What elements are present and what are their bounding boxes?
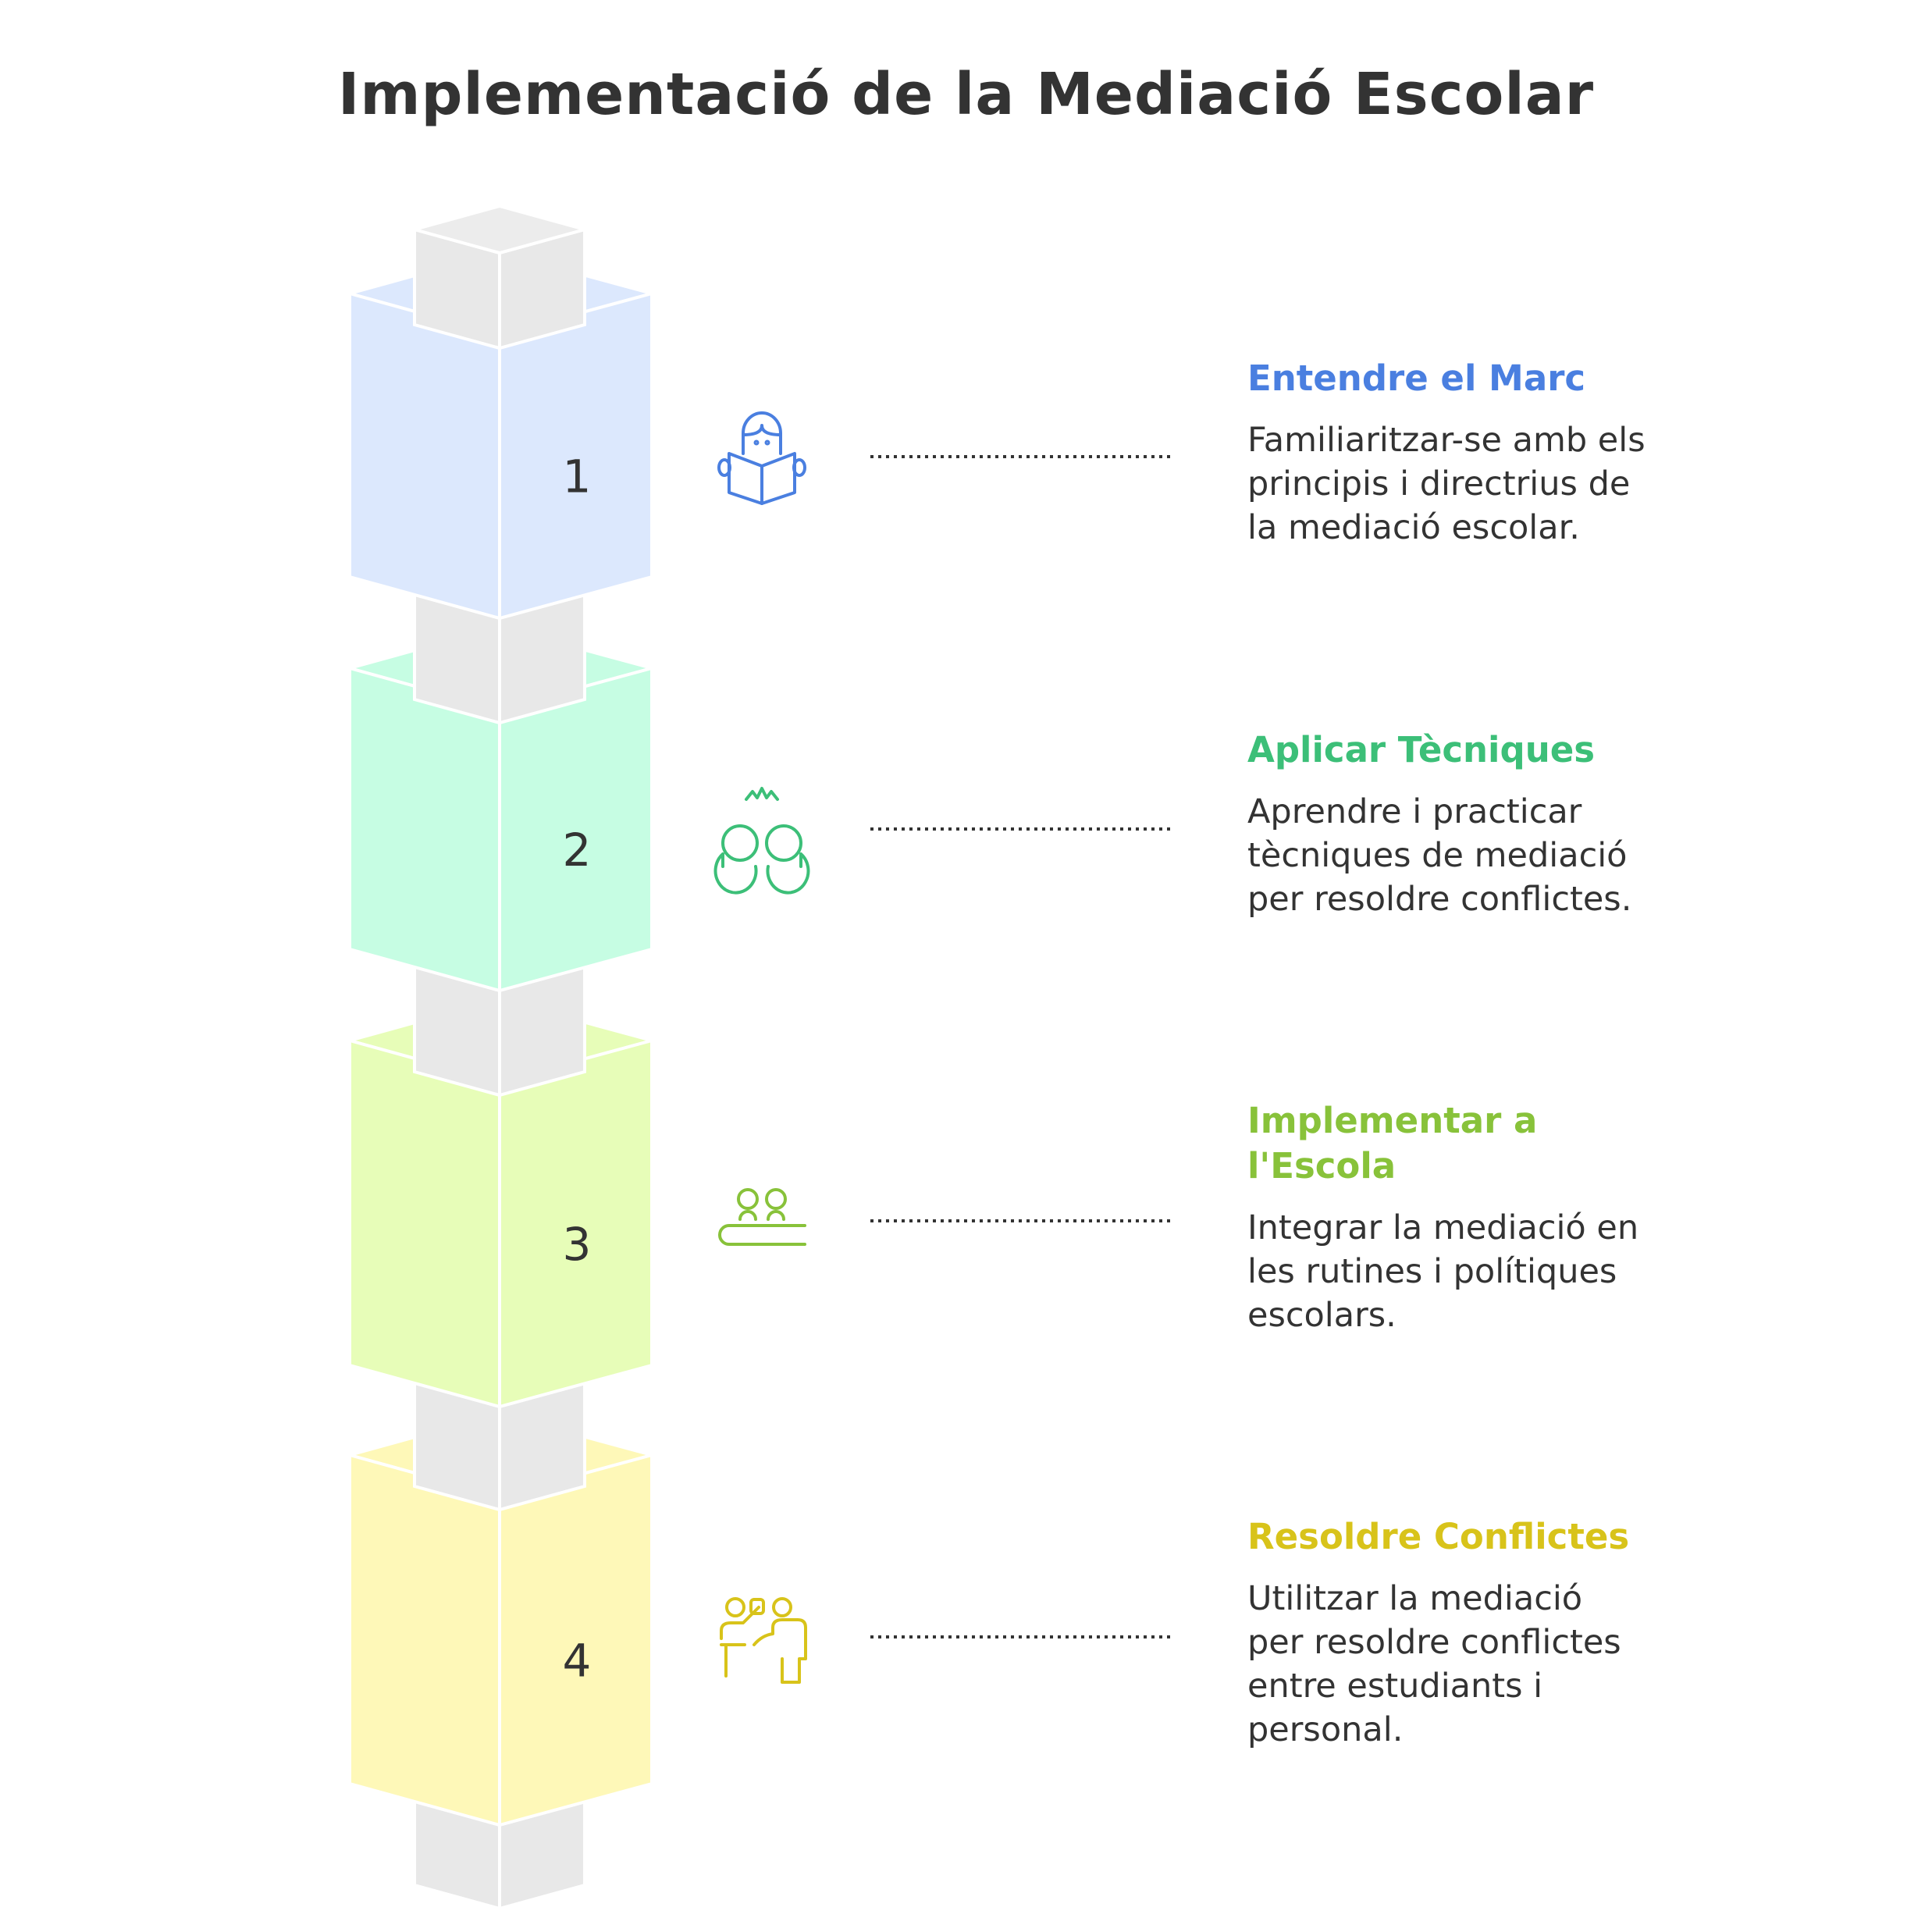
page-title: Implementació de la Mediació Escolar	[337, 61, 1595, 128]
reading-person-icon	[717, 411, 806, 505]
step-heading-line: Implementar a	[1247, 1100, 1538, 1141]
step-heading-line: Aplicar Tècniques	[1247, 729, 1596, 770]
step-description-line: principis i directrius de	[1247, 464, 1631, 503]
step-description-line: per resoldre conflictes	[1247, 1623, 1621, 1662]
step-description-line: entre estudiants i	[1247, 1667, 1543, 1706]
block-number: 4	[563, 1635, 592, 1688]
step-description-line: la mediació escolar.	[1247, 508, 1580, 547]
connector-top	[408, 204, 591, 350]
step-description-line: Integrar la mediació en	[1247, 1208, 1639, 1247]
step-heading-line: Resoldre Conflictes	[1247, 1516, 1630, 1557]
block-number: 2	[563, 824, 592, 877]
step-heading: Entendre el Marc	[1247, 356, 1747, 401]
step-description-line: tècniques de mediació	[1247, 836, 1628, 875]
step-description-line: Utilitzar la mediació	[1247, 1579, 1583, 1618]
block-2: 2	[343, 624, 658, 993]
people-at-desk-icon	[718, 1188, 806, 1246]
step-heading: Aplicar Tècniques	[1247, 728, 1747, 773]
step-heading-line: l'Escola	[1247, 1145, 1397, 1187]
block-number: 3	[563, 1218, 592, 1271]
step-description-line: les rutines i polítiques	[1247, 1252, 1617, 1291]
step-description-line: escolars.	[1247, 1296, 1397, 1335]
step-description-line: Familiaritzar-se amb els	[1247, 421, 1646, 460]
step-heading: Resoldre Conflictes	[1247, 1514, 1747, 1560]
step-description-line: per resoldre conflictes.	[1247, 880, 1632, 919]
two-people-conflict-icon	[713, 787, 810, 895]
step-heading-line: Entendre el Marc	[1247, 358, 1586, 399]
step-description-line: Aprendre i practicar	[1247, 792, 1582, 831]
mediator-icon	[720, 1597, 807, 1684]
step-description-line: personal.	[1247, 1710, 1404, 1749]
block-number: 1	[563, 450, 592, 503]
